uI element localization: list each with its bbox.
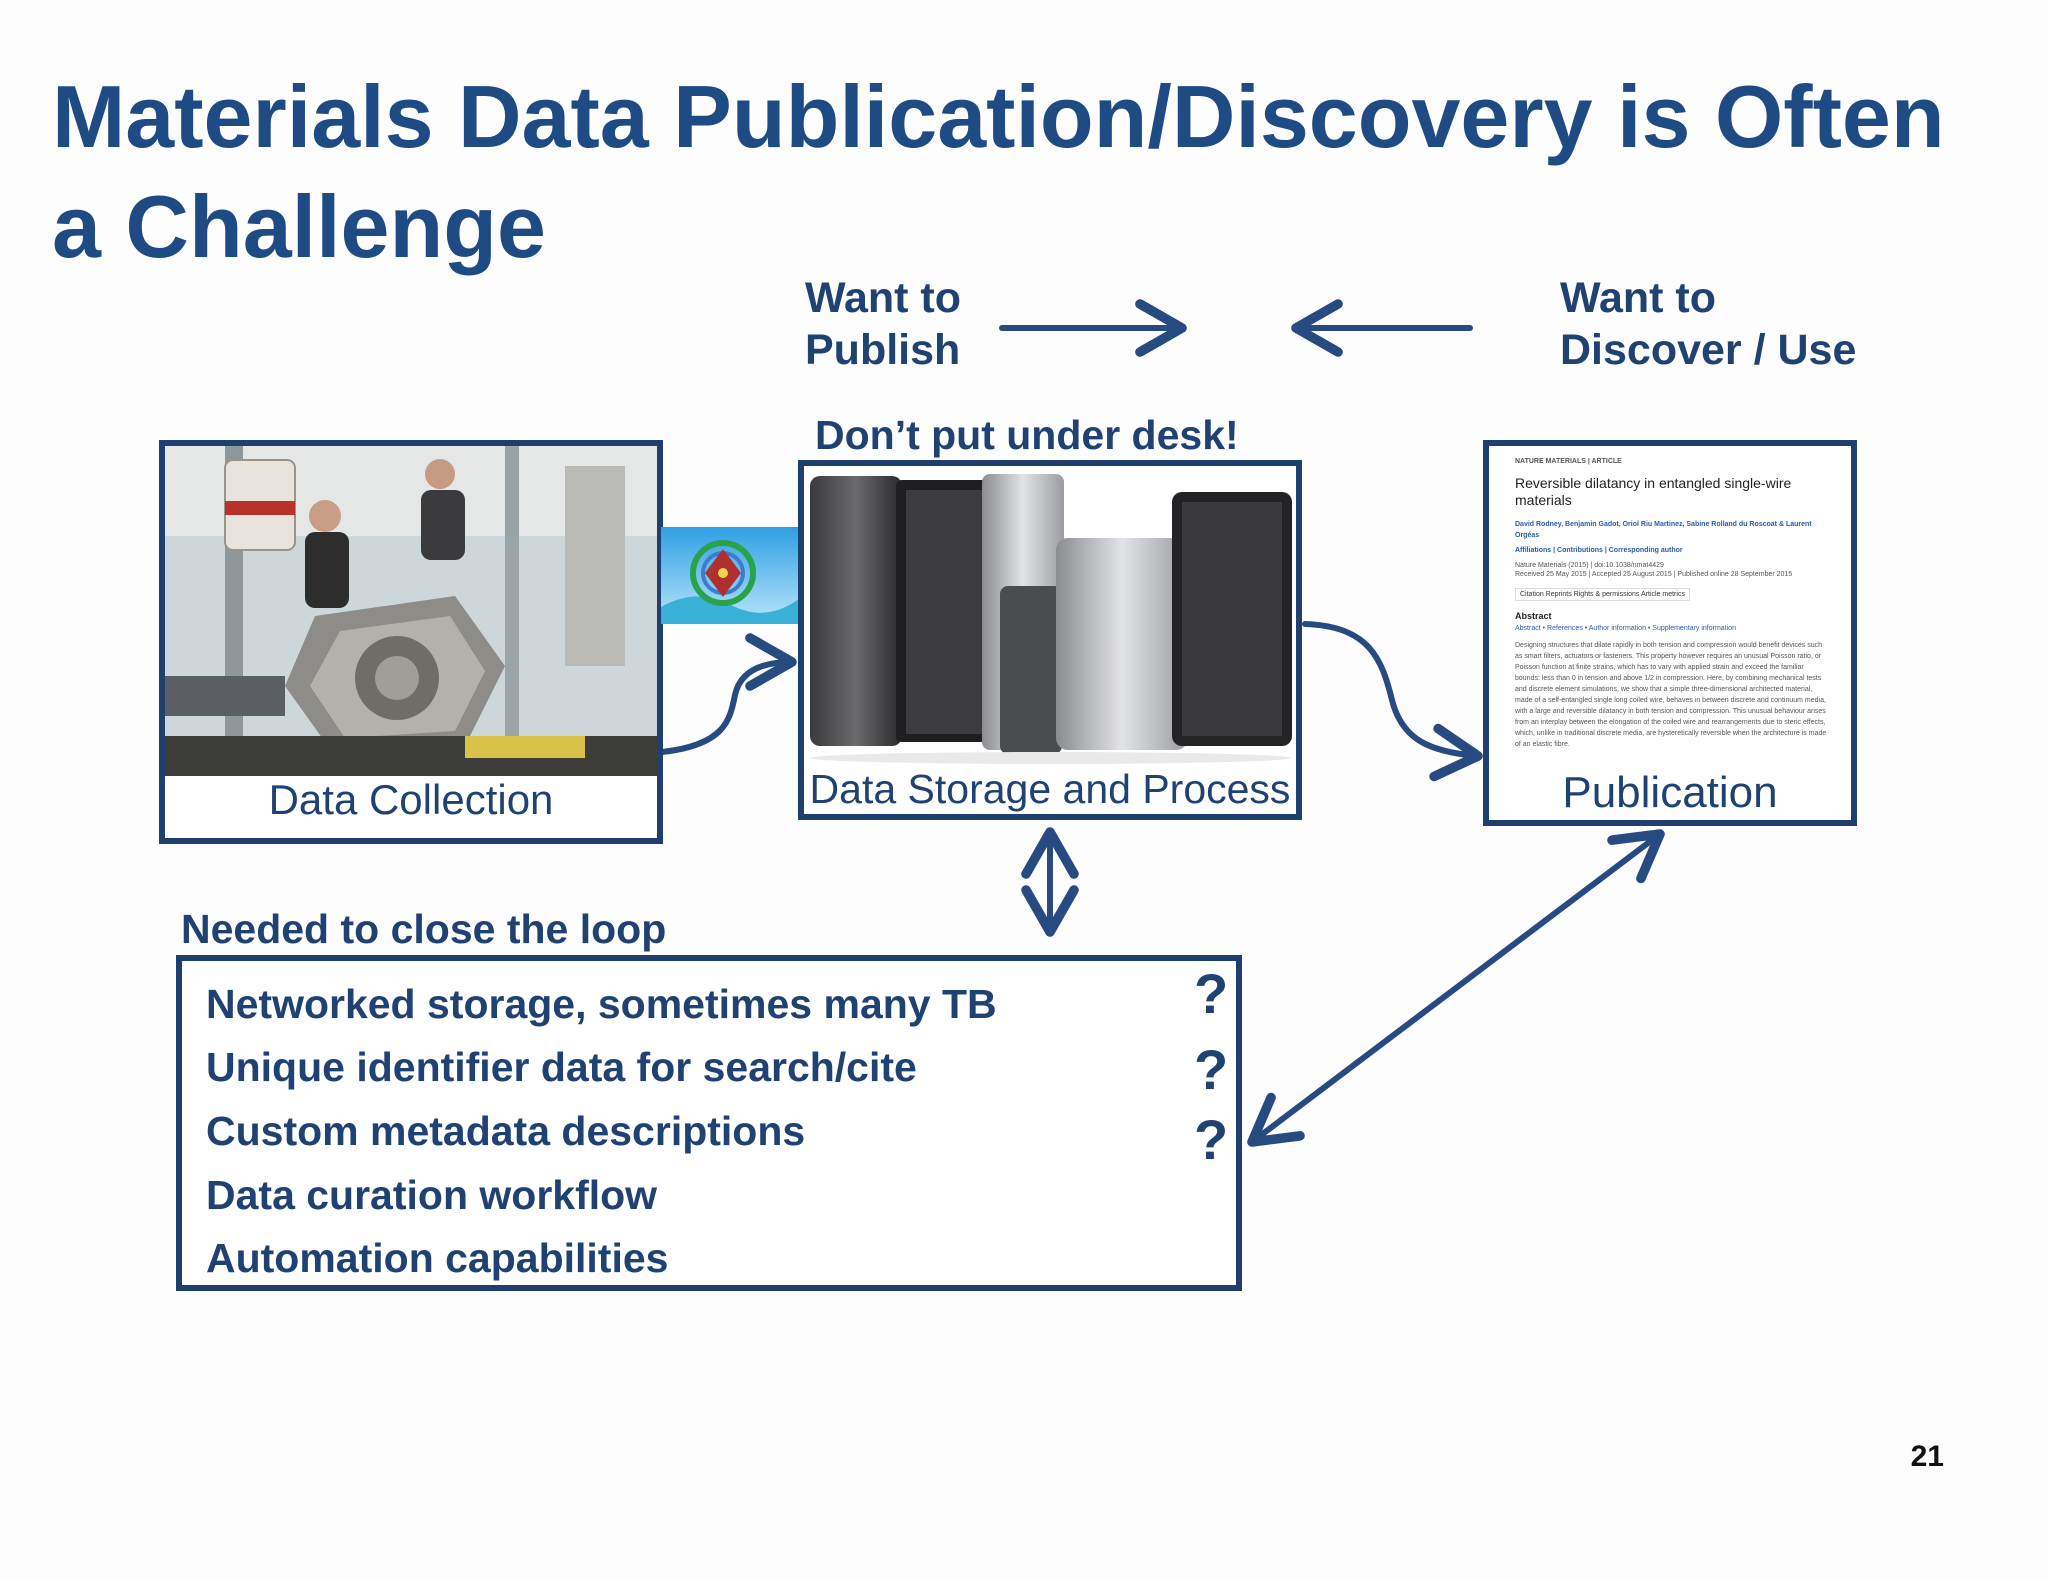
abstract-line: Poisson function at finite strains, whic…: [1515, 664, 1804, 671]
arrow-publication-loop: [1247, 829, 1665, 1147]
data-collection-caption: Data Collection: [268, 776, 554, 823]
data-collection-box: Data Collection: [159, 440, 663, 844]
publication-caption: Publication: [1562, 768, 1778, 817]
abstract-line: Designing structures that dilate rapidly…: [1515, 642, 1823, 649]
hard-drives-photo: [804, 466, 1296, 764]
abstract-line: as smart filters, actuators or fasteners…: [1515, 653, 1822, 660]
article-citation: Nature Materials (2015) | doi:10.1038/nm…: [1515, 562, 1664, 569]
want-publish-label: Want to Publish: [805, 272, 961, 376]
abstract-line: with a large and reversible dilatancy in…: [1515, 708, 1826, 715]
abstract-line: which, unlike in traditional discrete me…: [1515, 730, 1827, 737]
data-storage-caption: Data Storage and Process: [809, 766, 1291, 812]
question-mark: ?: [1194, 1108, 1229, 1171]
want-publish-line-1: Want to: [805, 274, 962, 322]
question-mark: ?: [1194, 1038, 1229, 1101]
lab-photo: [165, 446, 657, 776]
loop-item-curation: Data curation workflow: [206, 1172, 658, 1218]
arrow-storage-to-publication: [1302, 621, 1483, 782]
article-authors: David Rodney, Benjamin Gadot, Oriol Riu …: [1515, 521, 1812, 539]
loop-item-metadata: Custom metadata descriptions: [206, 1108, 806, 1154]
abstract-line: and discrete element simulations, we sho…: [1515, 686, 1813, 693]
page-number: 21: [1910, 1440, 1944, 1473]
loop-item-automation: Automation capabilities: [206, 1235, 669, 1281]
want-publish-line-2: Publish: [805, 326, 961, 374]
data-storage-box: Data Storage and Process: [798, 460, 1302, 820]
abstract-nav: Abstract • References • Author informati…: [1515, 625, 1736, 632]
question-mark: ?: [1194, 962, 1229, 1025]
abstract-text: Designing structures that dilate rapidly…: [1515, 640, 1835, 750]
want-discover-line-1: Want to: [1560, 274, 1717, 322]
abstract-heading: Abstract: [1515, 611, 1552, 621]
arrow-collection-to-storage: [659, 633, 797, 755]
article-dates: Received 25 May 2015 | Accepted 25 Augus…: [1515, 571, 1793, 578]
article-journal: NATURE MATERIALS | ARTICLE: [1515, 458, 1622, 465]
article-actions: Citation Reprints Rights & permissions A…: [1515, 588, 1690, 601]
abstract-line: bounds: less than 0 in tension and above…: [1515, 675, 1822, 682]
want-discover-line-2: Discover / Use: [1560, 326, 1857, 374]
abstract-line: of an elastic fibre.: [1515, 741, 1570, 748]
desk-note: Don’t put under desk!: [815, 412, 1239, 458]
loop-item-identifier: Unique identifier data for search/cite: [206, 1044, 917, 1090]
loop-requirements-box: Networked storage, sometimes many TB Uni…: [176, 955, 1242, 1291]
abstract-line: from an interplay between the elongation…: [1515, 719, 1826, 726]
slide-title: Materials Data Publication/Discovery is …: [52, 67, 1945, 276]
want-discover-label: Want to Discover / Use: [1560, 272, 1856, 376]
publication-box: NATURE MATERIALS | ARTICLE Reversible di…: [1483, 440, 1857, 826]
loop-heading: Needed to close the loop: [181, 906, 667, 952]
article-preview: NATURE MATERIALS | ARTICLE Reversible di…: [1515, 458, 1835, 774]
article-title: Reversible dilatancy in entangled single…: [1515, 475, 1792, 508]
abstract-line: made of a self-entangled single long coi…: [1515, 697, 1826, 704]
article-links: Affiliations | Contributions | Correspon…: [1515, 547, 1683, 554]
loop-item-storage: Networked storage, sometimes many TB: [206, 981, 997, 1027]
materials-logo-icon: [661, 527, 799, 624]
